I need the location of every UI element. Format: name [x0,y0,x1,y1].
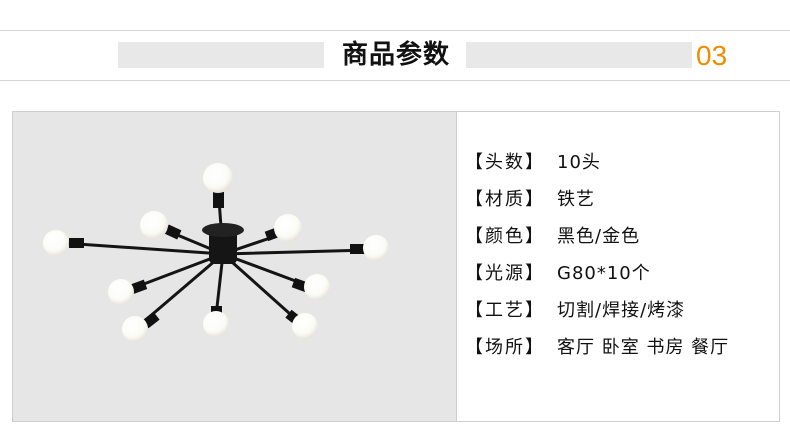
spec-key: 【场所】 [465,337,545,358]
spec-key: 【光源】 [465,263,545,284]
section-title: 商品参数 [341,40,450,70]
spec-key: 【颜色】 [465,226,545,247]
spec-row-heads: 【头数】 10头 [465,150,775,187]
spec-value: 切割/焊接/烤漆 [557,300,686,321]
spec-key: 【工艺】 [465,300,545,321]
section-number: 03 [696,40,728,71]
spec-key: 【头数】 [465,152,545,173]
spec-row-material: 【材质】 铁艺 [465,187,775,224]
spec-row-color: 【颜色】 黑色/金色 [465,224,775,261]
spec-row-light-source: 【光源】 G80*10个 [465,261,775,298]
spec-value: G80*10个 [557,263,651,284]
header-bottom-rule [0,80,790,81]
spec-key: 【材质】 [465,189,545,210]
spec-value: 10头 [557,152,601,173]
chandelier-image [43,163,389,342]
product-photo [13,112,456,421]
spec-value: 铁艺 [557,189,595,210]
spec-panel: 【头数】 10头 【材质】 铁艺 【颜色】 黑色/金色 【光源】 G80*10个… [12,111,780,422]
header-left-bar [118,42,324,68]
header-top-rule [0,30,790,31]
header-right-bar [466,42,692,68]
spec-value: 黑色/金色 [557,226,641,247]
spec-value: 客厅 卧室 书房 餐厅 [557,337,730,358]
spec-row-location: 【场所】 客厅 卧室 书房 餐厅 [465,335,775,372]
spec-row-craft: 【工艺】 切割/焊接/烤漆 [465,298,775,335]
panel-divider [456,112,457,421]
spec-list: 【头数】 10头 【材质】 铁艺 【颜色】 黑色/金色 【光源】 G80*10个… [465,150,775,372]
